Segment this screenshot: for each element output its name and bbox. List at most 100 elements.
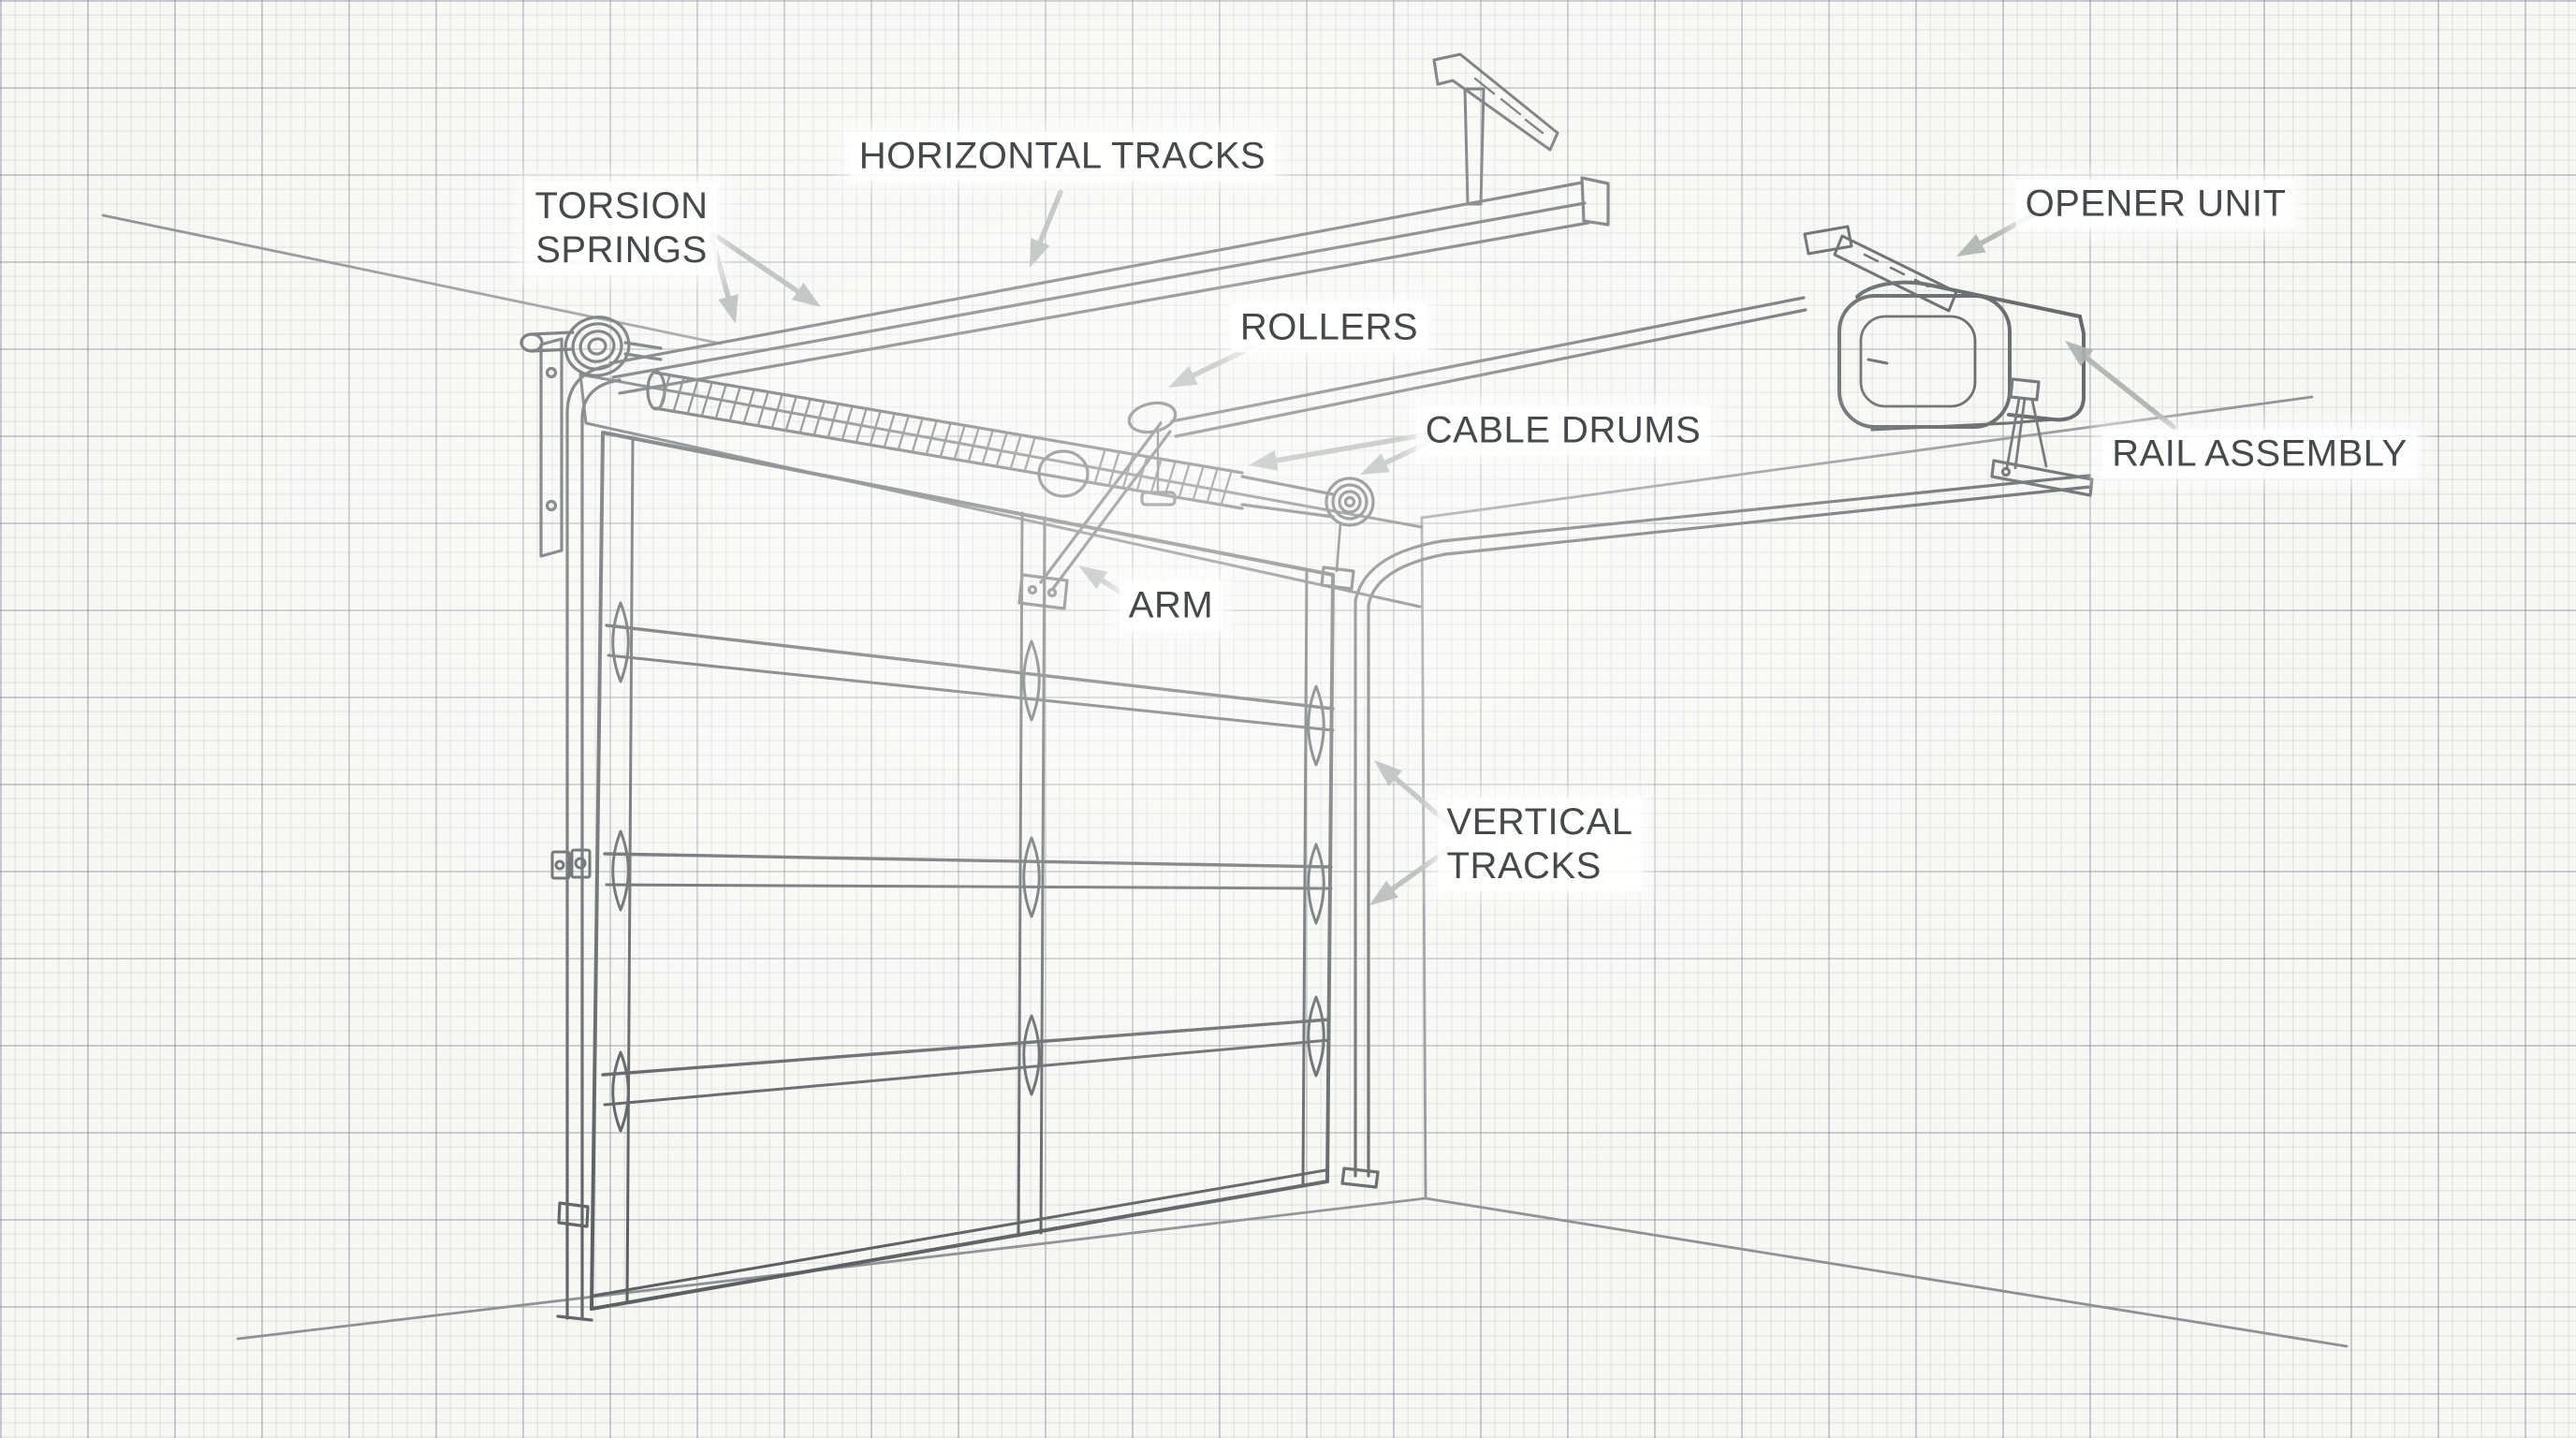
label-vertical-tracks: VERTICAL TRACKS xyxy=(1437,798,1643,891)
opener-hanger-arm xyxy=(1833,234,1958,313)
door-panels xyxy=(550,431,1335,1311)
opener-ceiling-plate xyxy=(1803,225,1853,256)
spring-tick xyxy=(770,395,783,429)
slide-latch xyxy=(550,848,592,880)
spring-tick xyxy=(995,433,1008,467)
spring-tick xyxy=(686,380,699,414)
spring-tick xyxy=(658,375,671,409)
door-rail-2-bottom xyxy=(605,883,1333,890)
door-left-stile xyxy=(625,436,635,1303)
spring-tick xyxy=(1149,460,1163,493)
hanger-angle-bar xyxy=(1990,459,2094,497)
arrow-line-torsion-springs xyxy=(710,231,800,294)
spring-tick xyxy=(1164,462,1177,495)
shaft-end xyxy=(520,332,544,353)
left-flag-bracket xyxy=(539,337,564,558)
rail-bottom xyxy=(1174,308,1808,438)
arrow-line-cable-drums xyxy=(1273,430,1441,463)
label-horizontal-tracks: HORIZONTAL TRACKS xyxy=(849,131,1276,182)
label-torsion-springs: TORSION SPRINGS xyxy=(525,182,718,275)
door-arm-front xyxy=(1039,421,1163,584)
spring-tick xyxy=(939,423,952,458)
arrow-head-rollers xyxy=(1168,366,1198,388)
spring-tick xyxy=(1206,469,1219,503)
left-horizontal-track-top xyxy=(608,181,1584,365)
spring-tick xyxy=(827,404,840,438)
spring-tick xyxy=(855,409,868,443)
right-horizontal-track-top xyxy=(1440,474,2091,543)
spring-tick xyxy=(756,392,769,426)
spring-coil-ticks xyxy=(658,375,1233,506)
spring-tick xyxy=(784,397,798,431)
spring-tick xyxy=(812,402,826,436)
left-cable-drum xyxy=(564,315,631,377)
spring-tick xyxy=(967,428,980,462)
arrow-head-horizontal-tracks xyxy=(1030,238,1050,268)
arrow-head-rail-assembly xyxy=(2065,341,2094,367)
spring-tick xyxy=(700,383,713,417)
header-beam xyxy=(578,373,1424,609)
spring-tick xyxy=(925,421,938,455)
spring-tick xyxy=(981,431,994,464)
annotation-arrows xyxy=(709,189,2176,905)
arrow-head-torsion-springs xyxy=(718,294,739,324)
door-bottom-rail xyxy=(592,1168,1327,1298)
opener-bottom-edge xyxy=(1870,418,2056,432)
spring-tick xyxy=(1009,435,1022,469)
spring-tick xyxy=(1192,466,1205,501)
right-track-assembly xyxy=(1340,377,2094,1189)
ceiling-angle-bracket xyxy=(1432,52,1559,152)
label-cable-drums: CABLE DRUMS xyxy=(1415,405,1711,456)
hanger-top-box xyxy=(2009,377,2041,402)
spring-tick xyxy=(897,417,910,450)
arrow-head-cable-drums xyxy=(1249,450,1279,471)
opener-side-edge xyxy=(2007,315,2086,422)
spring-tick xyxy=(1220,471,1233,506)
hanger-legs xyxy=(2005,397,2048,470)
arm-door-bracket xyxy=(1017,573,1069,610)
label-arm: ARM xyxy=(1119,580,1223,631)
label-rail-assembly: RAIL ASSEMBLY xyxy=(2102,429,2417,479)
arrow-line-arm xyxy=(1099,578,1124,595)
spring-tick xyxy=(672,378,685,412)
spring-tick xyxy=(1178,464,1191,498)
label-rollers: ROLLERS xyxy=(1230,302,1428,353)
spring-tick xyxy=(869,411,882,446)
spring-tube-top xyxy=(653,371,1244,475)
track-end-cap xyxy=(1580,176,1610,227)
right-cable-drum xyxy=(1325,477,1375,527)
torsion-shaft xyxy=(1240,475,1335,519)
rail-top xyxy=(1170,296,1806,423)
spring-tick xyxy=(911,418,924,452)
arrow-head-vertical-tracks xyxy=(1374,760,1402,786)
arrow-line-rail-assembly xyxy=(2084,355,2176,430)
arrow-head-opener-unit xyxy=(1956,234,1986,257)
right-horizontal-track-bottom xyxy=(1443,485,2092,556)
cable-bracket xyxy=(1320,565,1355,591)
opener-unit-drawing xyxy=(1803,225,2086,432)
door-outline xyxy=(590,431,1335,1311)
door-right-stile xyxy=(1301,567,1309,1187)
spring-tick xyxy=(1107,452,1120,486)
door-rail-3-bottom xyxy=(603,1038,1331,1107)
spring-tick xyxy=(1093,449,1106,484)
arrow-head-torsion-springs xyxy=(791,283,821,307)
door-arm-back xyxy=(1050,430,1172,592)
arrow-head-arm xyxy=(1078,565,1108,590)
opener-front-panel xyxy=(1859,315,1977,408)
spring-tick xyxy=(728,388,741,421)
spring-tick xyxy=(841,406,854,441)
opener-top-edge xyxy=(1855,280,2082,318)
door-center-stile xyxy=(1017,511,1046,1238)
vertical-strap xyxy=(1463,87,1486,206)
spring-tick xyxy=(1023,438,1036,472)
arrow-head-vertical-tracks xyxy=(1369,880,1398,905)
spring-center-cone xyxy=(1037,449,1090,498)
ceiling-strap-bracket xyxy=(1432,52,1559,206)
spring-tick xyxy=(714,385,727,419)
door-rail-1-bottom xyxy=(607,653,1335,732)
hinges xyxy=(611,601,1325,1133)
lift-cable xyxy=(1335,521,1342,573)
